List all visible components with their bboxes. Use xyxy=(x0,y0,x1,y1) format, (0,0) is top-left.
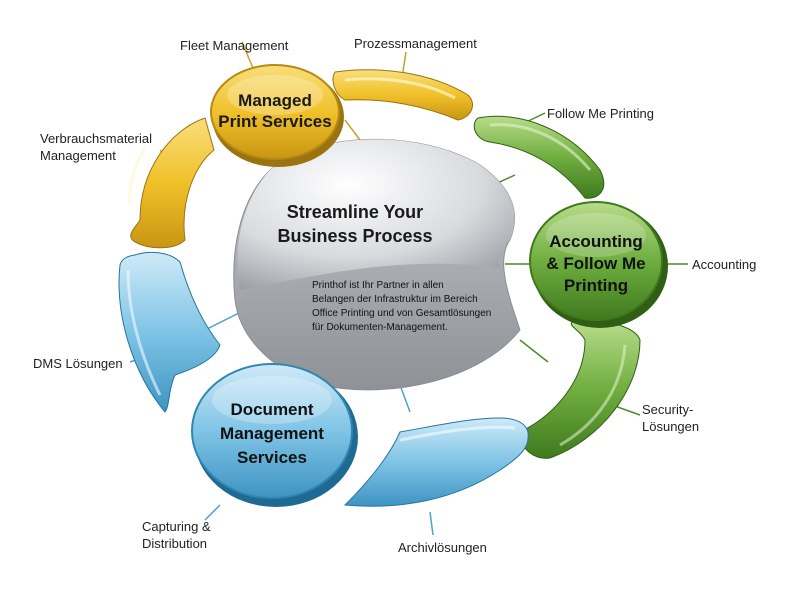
segment-security xyxy=(519,320,641,459)
segment-prozessmanagement xyxy=(332,69,473,121)
label-verbrauchsmaterial-2: Management xyxy=(40,148,116,163)
accounting-segments xyxy=(473,115,641,459)
segment-follow-me xyxy=(473,115,605,199)
hub-accounting-line-1: Accounting xyxy=(549,232,643,251)
label-capturing-2: Distribution xyxy=(142,536,207,551)
segment-verbrauchsmaterial xyxy=(130,117,215,249)
center-body-line-2: Belangen der Infrastruktur im Bereich xyxy=(312,294,478,305)
center-title-line-2: Business Process xyxy=(277,226,432,246)
label-follow-me-printing: Follow Me Printing xyxy=(547,106,654,121)
label-dms-loesungen: DMS Lösungen xyxy=(33,356,123,371)
hub-print-line-1: Managed xyxy=(238,91,312,110)
hub-accounting-line-2: & Follow Me xyxy=(546,254,645,273)
connector-archiv xyxy=(429,511,434,536)
center-body-line-1: Printhof ist Ihr Partner in allen xyxy=(312,280,444,291)
label-prozessmanagement: Prozessmanagement xyxy=(354,36,477,51)
label-accounting: Accounting xyxy=(692,257,756,272)
connector-acc-security xyxy=(519,339,549,363)
hub-print-line-2: Print Services xyxy=(218,112,331,131)
center-title-line-1: Streamline Your xyxy=(287,202,423,222)
center-body-line-3: Office Printing und von Gesamtlösungen xyxy=(312,308,491,319)
label-archivloesungen: Archivlösungen xyxy=(398,540,487,555)
connector-center-archiv xyxy=(399,384,411,413)
hub-accounting-line-3: Printing xyxy=(564,276,628,295)
hub-document-line-2: Management xyxy=(220,424,324,443)
label-security-1: Security- xyxy=(642,402,693,417)
print-segments xyxy=(128,69,473,249)
label-fleet-management: Fleet Management xyxy=(180,38,289,53)
label-security-2: Lösungen xyxy=(642,419,699,434)
connector-lines xyxy=(129,41,688,536)
segment-dms xyxy=(118,251,221,413)
center-disc xyxy=(233,138,521,391)
hub-document[interactable]: Document Management Services xyxy=(191,363,358,507)
document-segments xyxy=(118,251,529,507)
center-body-line-4: für Dokumenten-Management. xyxy=(312,322,448,333)
label-verbrauchsmaterial-1: Verbrauchsmaterial xyxy=(40,131,152,146)
hub-print[interactable]: Managed Print Services xyxy=(210,64,344,167)
segment-archiv xyxy=(343,417,529,507)
connector-print-prozess xyxy=(344,119,361,141)
hub-document-line-3: Services xyxy=(237,448,307,467)
hub-accounting[interactable]: Accounting & Follow Me Printing xyxy=(529,201,668,328)
connector-capturing xyxy=(204,504,221,521)
hub-document-line-1: Document xyxy=(230,400,313,419)
label-capturing-1: Capturing & xyxy=(142,519,211,534)
